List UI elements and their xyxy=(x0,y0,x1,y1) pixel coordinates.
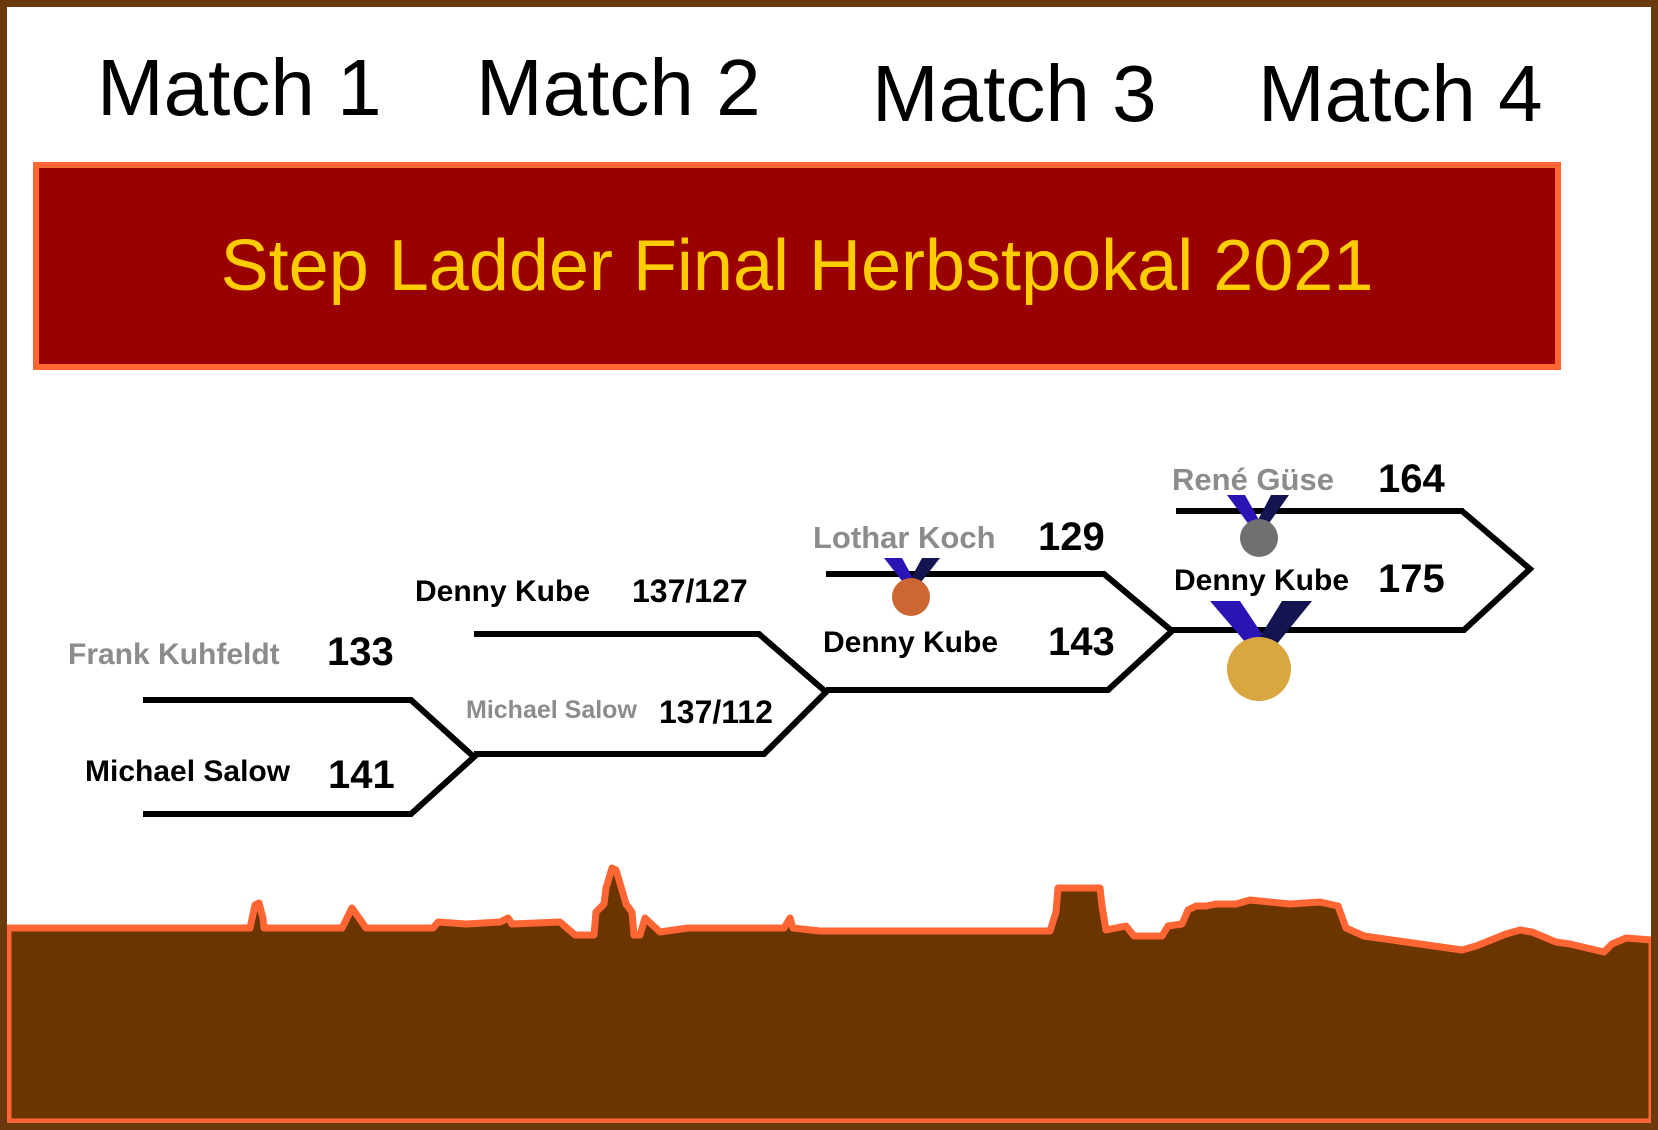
silver-medal-icon xyxy=(1227,495,1289,557)
m2-top-score: 137/127 xyxy=(632,573,748,609)
bronze-medal-icon xyxy=(884,558,940,616)
m2-bottom-name: Michael Salow xyxy=(466,696,637,724)
title-banner: Step Ladder Final Herbstpokal 2021 xyxy=(33,162,1561,370)
m4-top-name: René Güse xyxy=(1172,462,1334,497)
match-2-bracket xyxy=(474,631,831,757)
match-3-label: Match 3 xyxy=(872,49,1157,138)
match-1-label: Match 1 xyxy=(97,43,382,132)
match-4-bracket xyxy=(1172,508,1535,633)
m1-bottom-name: Michael Salow xyxy=(85,755,291,788)
m1-top-name: Frank Kuhfeldt xyxy=(68,638,280,671)
m3-bottom-score: 143 xyxy=(1048,620,1115,664)
m4-top-score: 164 xyxy=(1378,457,1445,501)
gold-medal-icon xyxy=(1210,601,1312,701)
m2-bottom-score: 137/112 xyxy=(659,694,773,730)
city-skyline xyxy=(4,864,1656,1126)
m3-bottom-name: Denny Kube xyxy=(823,626,999,659)
m1-bottom-score: 141 xyxy=(328,753,395,797)
m3-top-name: Lothar Koch xyxy=(813,520,996,555)
m2-top-name: Denny Kube xyxy=(415,575,591,608)
m1-top-score: 133 xyxy=(327,630,394,674)
m4-bottom-score: 175 xyxy=(1378,557,1445,601)
match-2-label: Match 2 xyxy=(476,43,761,132)
title-text: Step Ladder Final Herbstpokal 2021 xyxy=(220,226,1374,306)
match-4-label: Match 4 xyxy=(1258,49,1543,138)
m3-top-score: 129 xyxy=(1038,515,1105,559)
m4-bottom-name: Denny Kube xyxy=(1174,564,1350,597)
